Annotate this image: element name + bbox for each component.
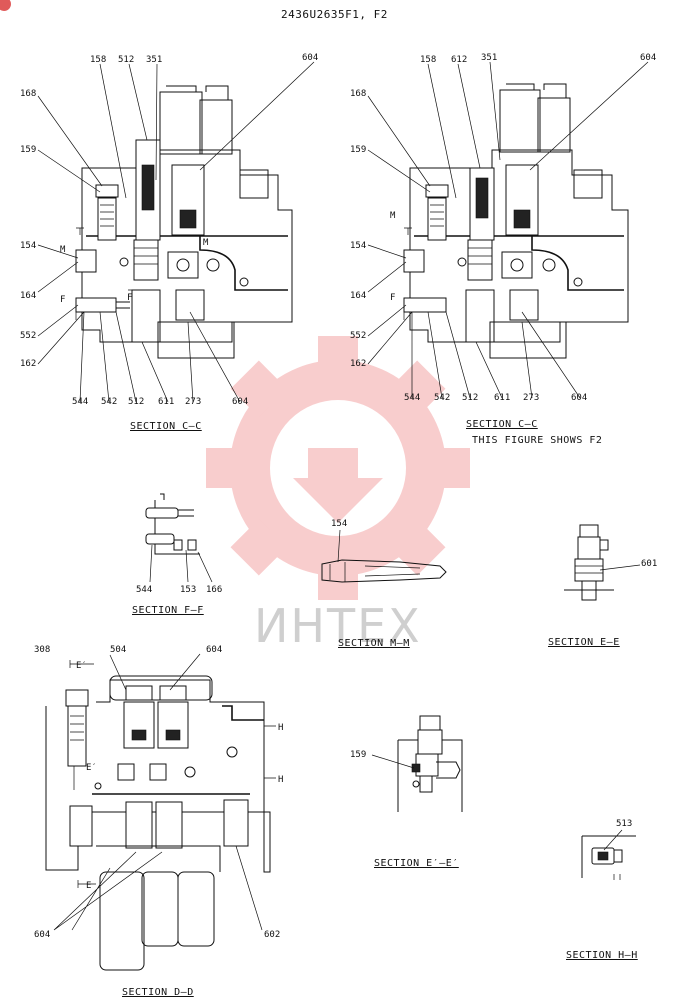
part-number-label: 154	[331, 519, 347, 529]
part-number-label: 542	[434, 393, 450, 403]
part-number-label: 544	[404, 393, 420, 403]
part-number-label: 604	[206, 645, 222, 655]
part-number-label: 273	[185, 397, 201, 407]
part-number-label: 164	[350, 291, 366, 301]
part-number-label: 168	[20, 89, 36, 99]
part-number-label: 351	[146, 55, 162, 65]
section-hh-title: SECTION H—H	[566, 950, 638, 961]
part-number-label: 512	[128, 397, 144, 407]
part-number-label: 604	[640, 53, 656, 63]
part-number-label: 601	[641, 559, 657, 569]
section-dd	[45, 653, 276, 971]
section-ff: 544 153 166 SECTION F—F	[132, 493, 222, 616]
part-number-label: 604	[232, 397, 248, 407]
section-cc-left-title: SECTION C—C	[130, 421, 202, 432]
part-number-label: E′	[76, 661, 87, 671]
part-number-label: 552	[350, 331, 366, 341]
part-number-label: 159	[350, 750, 366, 760]
section-cc-right	[367, 61, 649, 399]
part-number-label: 602	[264, 930, 280, 940]
figure-note: THIS FIGURE SHOWS F2	[472, 435, 602, 446]
part-number-label: E	[86, 881, 91, 891]
section-cc-right-title: SECTION C—C	[466, 419, 538, 430]
part-number-label: F	[60, 295, 65, 305]
part-number-label: E′	[86, 763, 97, 773]
part-number-label: M	[203, 238, 209, 248]
part-number-label: 611	[158, 397, 174, 407]
section-cc-left	[37, 61, 315, 403]
part-number-label: 351	[481, 53, 497, 63]
part-number-label: 166	[206, 585, 222, 595]
watermark-gear-icon	[206, 336, 470, 600]
part-number-label: 544	[136, 585, 152, 595]
section-cc-right-labels: 158 612 351 604 168 159 154 164 552 162 …	[350, 53, 656, 430]
part-number-label: 158	[90, 55, 106, 65]
part-number-label: 544	[72, 397, 88, 407]
part-number-label: 512	[462, 393, 478, 403]
section-ee: 601 SECTION E—E	[548, 524, 657, 648]
section-eprime-title: SECTION E′—E′	[374, 858, 459, 869]
section-mm: 154 SECTION M—M	[321, 519, 447, 649]
part-number-label: 273	[523, 393, 539, 403]
section-dd-title: SECTION D—D	[122, 987, 194, 998]
part-number-label: 164	[20, 291, 36, 301]
part-number-label: 158	[420, 55, 436, 65]
corner-mark-icon	[0, 0, 11, 11]
part-number-label: 162	[350, 359, 366, 369]
part-number-label: 308	[34, 645, 50, 655]
part-number-label: 604	[571, 393, 587, 403]
part-number-label: 159	[20, 145, 36, 155]
section-mm-title: SECTION M—M	[338, 638, 410, 649]
part-number-label: 504	[110, 645, 126, 655]
section-hh: 513 SECTION H—H	[566, 819, 638, 961]
watermark-text: ИНТЕХ	[254, 599, 422, 653]
part-number-label: 159	[350, 145, 366, 155]
part-number-label: 612	[451, 55, 467, 65]
part-number-label: 154	[20, 241, 36, 251]
part-number-label: 512	[118, 55, 134, 65]
section-ff-title: SECTION F—F	[132, 605, 204, 616]
part-number-label: H	[278, 775, 283, 785]
part-number-label: 611	[494, 393, 510, 403]
drawing-number: 2436U2635F1, F2	[281, 8, 388, 21]
part-number-label: 153	[180, 585, 196, 595]
part-number-label: 542	[101, 397, 117, 407]
part-number-label: F	[390, 293, 395, 303]
part-number-label: H	[278, 723, 283, 733]
section-cc-left-labels: 158 512 351 604 168 159 154 164 552 162 …	[20, 53, 318, 432]
section-ee-title: SECTION E—E	[548, 637, 620, 648]
part-number-label: 513	[616, 819, 632, 829]
part-number-label: 168	[350, 89, 366, 99]
part-number-label: 552	[20, 331, 36, 341]
section-dd-labels: 308 504 604 E′ E′ E H H 604 602 SECTION …	[34, 645, 283, 998]
section-eprime: 159 SECTION E′—E′	[350, 715, 463, 869]
part-number-label: 604	[34, 930, 50, 940]
part-number-label: M	[60, 245, 66, 255]
part-number-label: F	[127, 293, 132, 303]
part-number-label: 604	[302, 53, 318, 63]
part-number-label: 154	[350, 241, 366, 251]
part-number-label: M	[390, 211, 396, 221]
part-number-label: 162	[20, 359, 36, 369]
